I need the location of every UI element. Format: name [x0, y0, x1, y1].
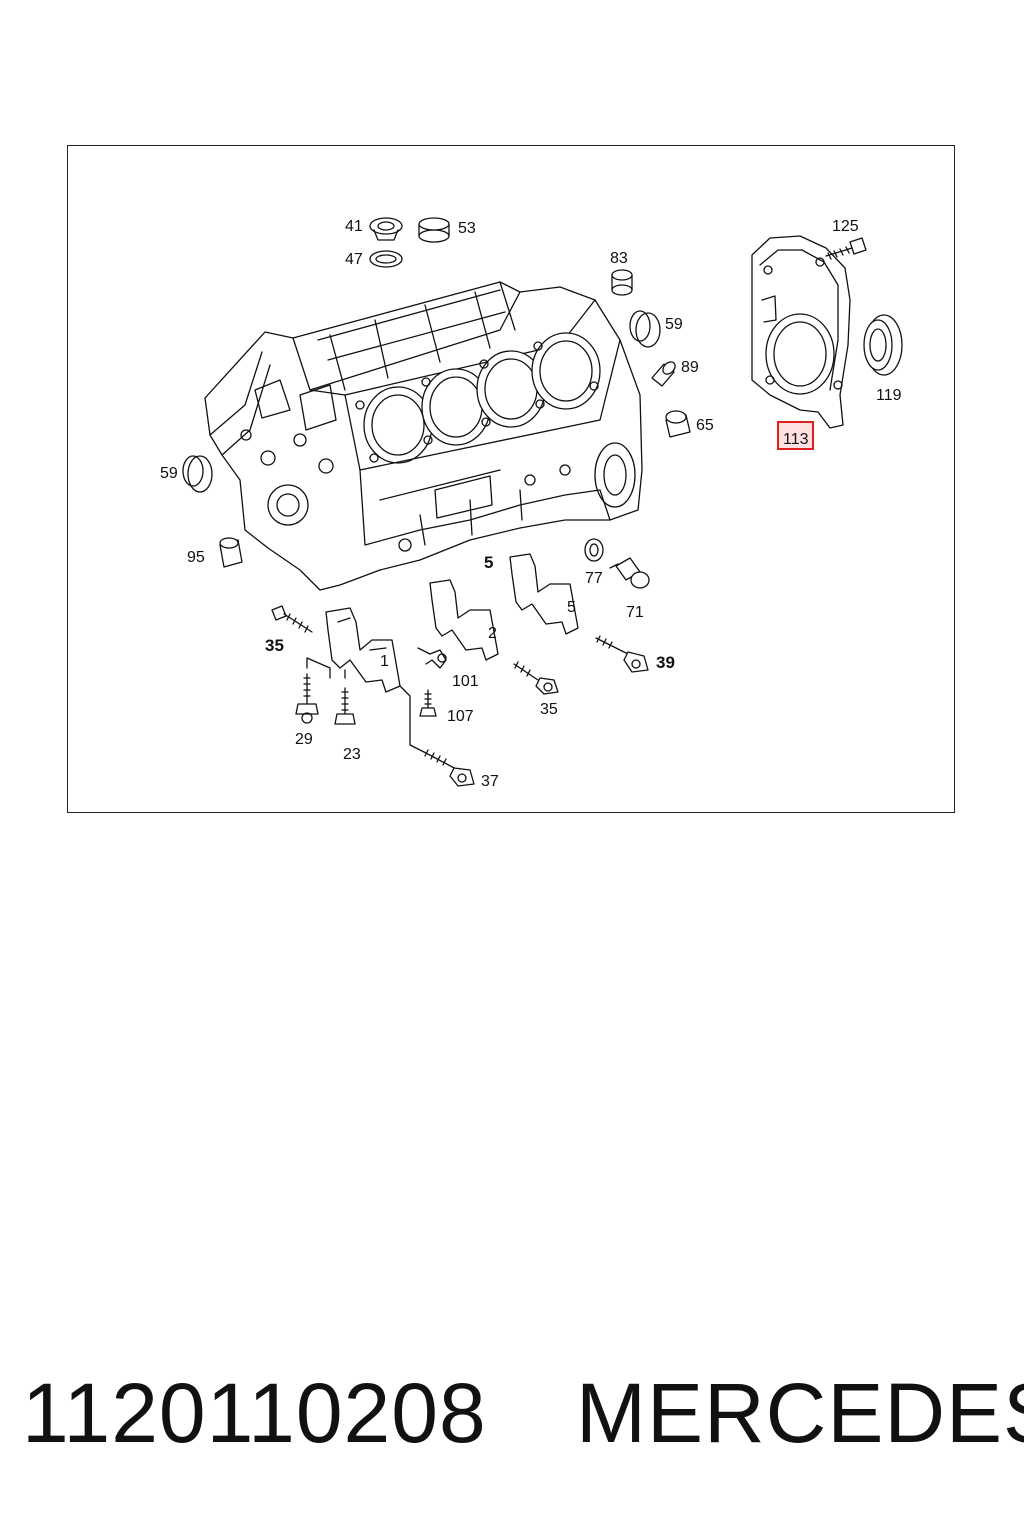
- part-47-ring: [369, 250, 403, 268]
- callout-23: 23: [343, 746, 361, 763]
- callout-107: 107: [447, 708, 474, 725]
- cylinder-bores: [363, 332, 601, 464]
- callout-37: 37: [481, 773, 499, 790]
- part-89-dowel: [651, 361, 676, 387]
- footer-caption: 1120110208 MERCEDES: [0, 1365, 1024, 1475]
- callout-5: 5: [484, 553, 493, 572]
- leader-37: [399, 685, 425, 753]
- callout-41: 41: [345, 218, 363, 235]
- part-71-sensor: [609, 557, 650, 589]
- callout-71: 71: [626, 604, 644, 621]
- callout-125: 125: [832, 218, 859, 235]
- callout-77: 77: [585, 570, 603, 587]
- part-101-clip: [417, 647, 447, 669]
- part-77-washer: [584, 538, 604, 562]
- brand-name: MERCEDES: [576, 1366, 1024, 1460]
- callout-59-right: 59: [665, 316, 683, 333]
- part-53-sleeve: [418, 217, 450, 243]
- callout-83: 83: [610, 250, 628, 267]
- part-125-bolt: [825, 237, 867, 260]
- svg-text:1: 1: [380, 653, 389, 670]
- highlight-box-113: [777, 421, 814, 450]
- part-59-sleeve-left: [182, 455, 213, 493]
- svg-text:2: 2: [488, 625, 497, 642]
- part-113-rear-cover: [751, 235, 851, 429]
- callout-53: 53: [458, 220, 476, 237]
- callout-89: 89: [681, 359, 699, 376]
- callout-59-left: 59: [160, 465, 178, 482]
- part-39-bolt: [595, 635, 649, 673]
- part-95-dowel: [219, 537, 243, 568]
- callout-65: 65: [696, 417, 714, 434]
- callout-47: 47: [345, 251, 363, 268]
- part-35-bolt-upper: [271, 605, 313, 633]
- callout-113: 113: [783, 431, 809, 448]
- callout-95: 95: [187, 549, 205, 566]
- part-23-bolt: [334, 687, 356, 725]
- callout-101: 101: [452, 673, 479, 690]
- bracket-29-23: [306, 657, 346, 679]
- main-bearing-cap-1: 1: [325, 607, 401, 693]
- engine-block-illustration: [204, 281, 643, 591]
- callout-119: 119: [876, 387, 902, 404]
- part-83-dowel: [611, 269, 633, 296]
- part-65-dowel: [665, 410, 691, 438]
- head-bolt-holes: [355, 341, 599, 463]
- part-41-plug: [369, 217, 403, 241]
- svg-text:5: 5: [567, 599, 576, 616]
- callout-35-upper: 35: [265, 636, 284, 655]
- callout-29: 29: [295, 731, 313, 748]
- diagram-frame: [67, 145, 955, 813]
- main-bearing-cap-5: 5: [509, 553, 579, 635]
- part-37-bolt: [423, 749, 475, 787]
- main-bearing-cap-2: 2: [429, 579, 499, 661]
- part-number: 1120110208: [22, 1366, 487, 1460]
- part-29-bolt: [295, 673, 319, 724]
- part-35-bolt-lower: [513, 661, 559, 695]
- part-59-sleeve-right: [629, 310, 661, 348]
- part-107-stud: [419, 689, 437, 717]
- callout-39: 39: [656, 653, 675, 672]
- callout-35-lower: 35: [540, 701, 558, 718]
- part-119-seal: [863, 314, 903, 376]
